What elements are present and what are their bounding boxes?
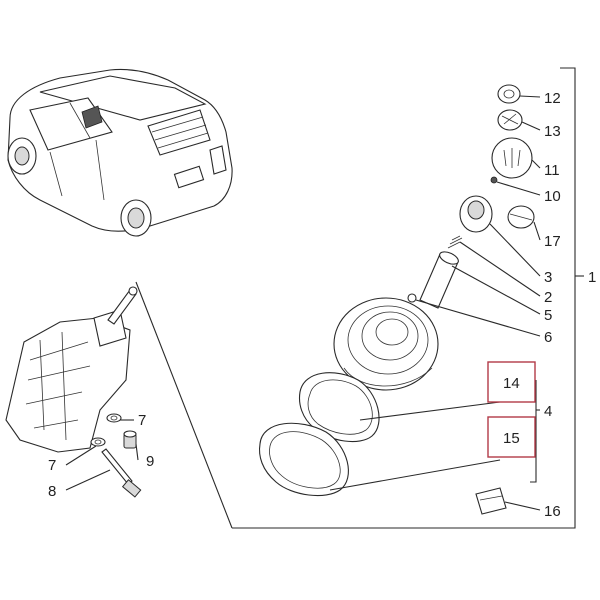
callout-17: 17: [544, 233, 561, 250]
callout-2: 2: [544, 289, 552, 306]
screw-part-10: [490, 176, 498, 184]
cover-part-17: [507, 205, 535, 229]
callout-13: 13: [544, 123, 561, 140]
leader-lines: [65, 95, 584, 511]
frame-part-14: [298, 372, 380, 443]
car-illustration: [7, 68, 233, 237]
ball-part-6: [407, 293, 417, 303]
callout-numbers: 12 13 11 10 17 3 2 5 6 14 4 15 16 1 7 9 …: [48, 90, 596, 520]
badge-part-13: [497, 109, 523, 131]
washer-part-7-upper: [106, 413, 122, 423]
callout-7-lower: 7: [48, 457, 56, 474]
sleeve-part-3: [459, 195, 493, 233]
callout-15: 15: [503, 430, 520, 447]
callout-7-upper: 7: [138, 412, 146, 429]
frame-line-left: [135, 281, 233, 529]
spring-part-2: [447, 235, 463, 249]
callout-5: 5: [544, 307, 552, 324]
callout-9: 9: [146, 453, 154, 470]
boot-assembly: [333, 297, 439, 391]
callout-8: 8: [48, 483, 56, 500]
frame-part-15: [258, 422, 349, 497]
clip-part-16: [475, 487, 507, 515]
callout-6: 6: [544, 329, 552, 346]
highlight-box-14: [487, 361, 536, 403]
shift-knob-part-11: [491, 137, 533, 179]
highlight-box-15: [487, 416, 536, 458]
callout-16: 16: [544, 503, 561, 520]
frame-line-bottom: [232, 67, 576, 529]
rod-part-5: [419, 251, 459, 309]
callout-4: 4: [544, 403, 552, 420]
callout-10: 10: [544, 188, 561, 205]
bushing-part-9: [123, 430, 137, 449]
shift-mechanism-housing: [5, 286, 138, 453]
bolt-part-8: [101, 448, 142, 498]
callout-14: 14: [503, 375, 520, 392]
callout-1: 1: [588, 269, 596, 286]
cap-part-12: [497, 84, 521, 104]
washer-part-7-lower: [90, 437, 106, 447]
callout-12: 12: [544, 90, 561, 107]
callout-11: 11: [544, 162, 560, 179]
callout-3: 3: [544, 269, 552, 286]
